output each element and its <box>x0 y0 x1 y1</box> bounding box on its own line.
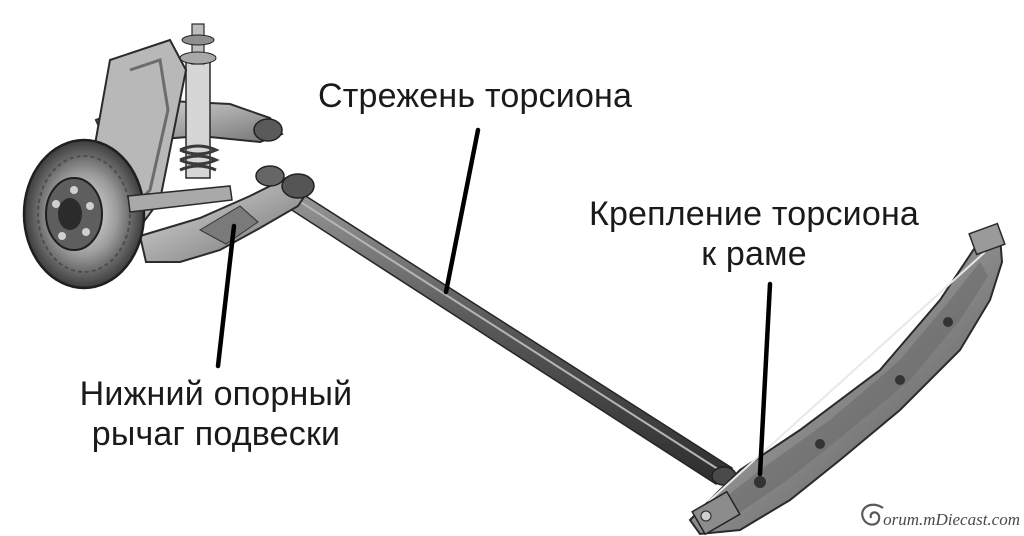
drive-shaft <box>127 185 233 213</box>
pointer-frame-mount <box>757 281 773 477</box>
pointer-torsion-rod <box>443 127 481 295</box>
brake-disc <box>22 138 146 290</box>
lower-arm-label: Нижний опорный рычаг подвески <box>64 374 368 454</box>
frame-mount-label: Крепление торсиона к раме <box>568 194 940 274</box>
forum-watermark: orum.mDiecast.com <box>861 503 1020 530</box>
lower-control-arm <box>138 165 315 263</box>
lower-arm-label-line-2: рычаг подвески <box>91 415 341 453</box>
torsion-rod-label: Стрежень торсиона <box>318 77 633 115</box>
frame-crossmember <box>688 222 1006 536</box>
lower-arm-label-line-1: Нижний опорный <box>79 375 353 413</box>
frame-mount-label-line-1: Крепление торсиона <box>588 195 920 233</box>
shock-absorber <box>179 23 220 179</box>
frame-mount-label-line-2: к раме <box>701 235 807 273</box>
watermark-text: orum.mDiecast.com <box>883 510 1020 529</box>
pointer-lower-arm <box>215 223 237 369</box>
watermark-swirl-icon <box>861 503 884 526</box>
